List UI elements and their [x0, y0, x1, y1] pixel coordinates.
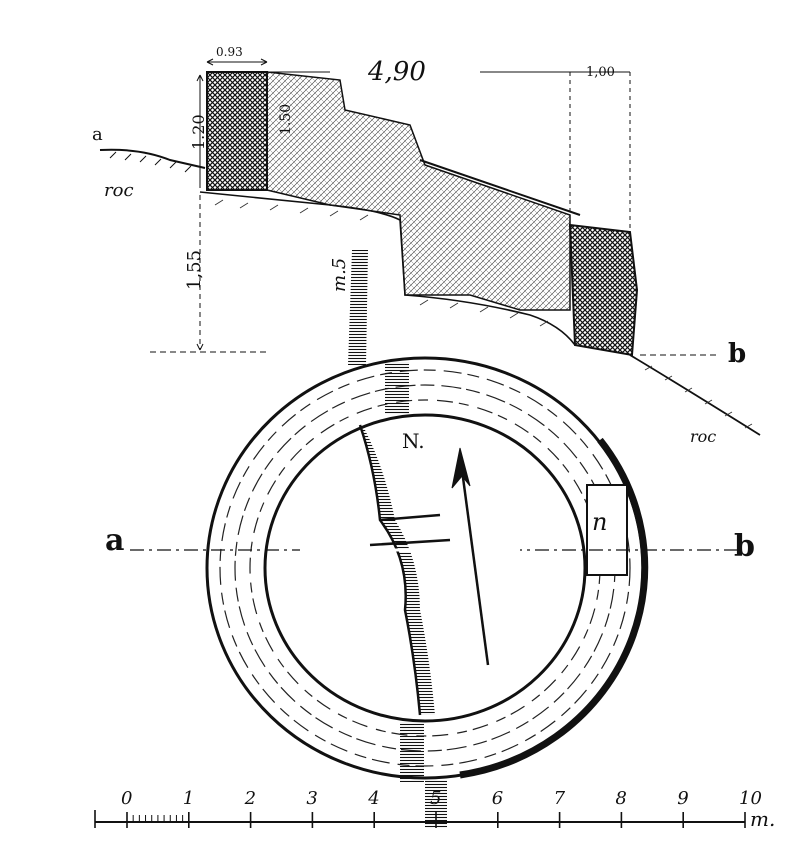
scale-tick-label: 0 [121, 788, 132, 809]
section-label-b: b [728, 339, 746, 369]
right-wall [568, 223, 639, 357]
shaft-top [385, 362, 409, 414]
scale-ticks: 0 1 2 3 4 5 6 7 8 9 10 [121, 788, 762, 828]
fissure [358, 424, 422, 716]
inner-ring [263, 413, 587, 723]
ground-texture [214, 199, 549, 327]
scale-tick-label: 3 [306, 788, 317, 809]
dim-length: 4,90 [367, 57, 426, 87]
dim-depth: 1,55 [184, 250, 205, 290]
scale-unit: m. [750, 807, 775, 831]
plan-view: N. a b n [105, 356, 755, 828]
interior-floor [199, 191, 576, 346]
fissure-hatch [360, 425, 435, 715]
scale-tick-label: 1 [183, 788, 194, 809]
ring-shadow [459, 437, 649, 779]
section-label-a: a [92, 124, 103, 145]
niche-label: n [592, 508, 607, 536]
shaft-bottom [400, 722, 424, 782]
shaft-below-scale [425, 780, 447, 828]
section-view: 0.93 4,90 1,00 1.20 1.50 1,55 m.5 a roc … [92, 45, 761, 446]
left-wall [206, 71, 268, 191]
scale-fine-ticks [94, 810, 184, 828]
dim-right-wall: 1,00 [586, 65, 615, 80]
scale-tick-label: 9 [677, 788, 688, 809]
dim-height-left: 1.20 [189, 114, 208, 150]
scale-tick-label: 5 [430, 788, 441, 809]
scale-tick-label: 2 [244, 788, 256, 809]
plan-label-b: b [734, 529, 755, 564]
roc-left-label: roc [104, 180, 134, 201]
ground-hatch-left [109, 151, 192, 173]
dim-top-wall: 0.93 [216, 45, 243, 59]
shaft-section [348, 250, 368, 365]
dim-height-inner: 1.50 [278, 104, 294, 135]
dimension-lines [150, 58, 720, 356]
scale-bar: 0 1 2 3 4 5 6 7 8 9 10 m. [94, 788, 775, 831]
crack-branch [369, 513, 451, 547]
top-slope [419, 159, 581, 216]
ground-hatch-right [644, 365, 753, 429]
ground-line-left [99, 148, 206, 169]
scale-tick-label: 4 [367, 788, 379, 809]
dim-m5: m.5 [329, 258, 350, 292]
masonry-fill [266, 71, 571, 311]
scale-tick-label: 8 [615, 788, 626, 809]
plan-label-a: a [105, 523, 124, 558]
scale-tick-label: 10 [739, 788, 762, 809]
north-arrow-shaft [458, 454, 490, 666]
niche [586, 484, 628, 576]
roc-right-label: roc [690, 427, 716, 446]
north-arrow-head [451, 447, 471, 489]
scale-tick-label: 6 [492, 788, 503, 809]
scale-tick-label: 7 [554, 788, 566, 809]
north-label: N. [402, 429, 425, 453]
